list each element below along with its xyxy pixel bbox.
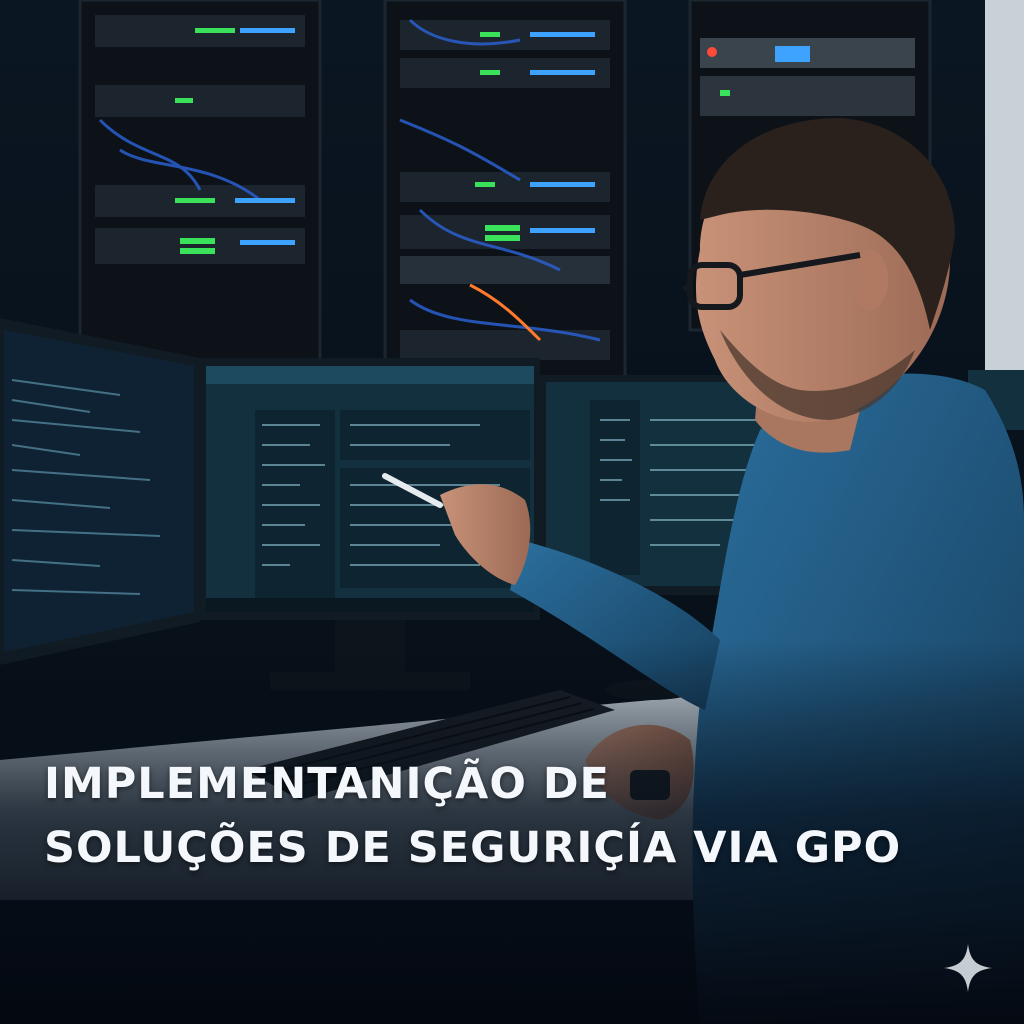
headline-line-1: IMPLEMENTANIÇÃO DE xyxy=(44,759,610,809)
status-leds xyxy=(175,28,730,254)
network-cables xyxy=(98,18,601,342)
monitor-left xyxy=(0,318,200,665)
stylus xyxy=(382,473,443,508)
headline-line-2: SOLUÇÕES DE SEGURIÇÍA VIA GPO xyxy=(44,823,902,873)
headline: IMPLEMENTANIÇÃO DE SOLUÇÕES DE SEGURIÇÍA… xyxy=(44,752,1004,880)
wall-panel xyxy=(985,0,1024,380)
glasses xyxy=(682,252,861,310)
sparkle-icon xyxy=(944,944,992,992)
